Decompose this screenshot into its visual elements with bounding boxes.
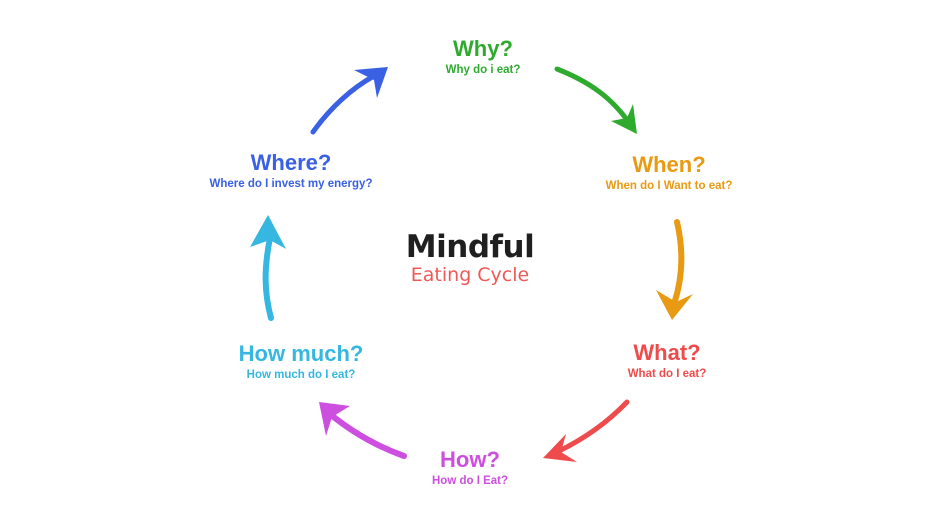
arrow-where-to-why-icon	[310, 67, 388, 135]
subtext-how-much: How much do I eat?	[246, 369, 356, 381]
node-why: Why? Why do i eat?	[446, 36, 521, 78]
node-where: Where? Where do I invest my energy?	[210, 150, 373, 192]
question-what: What?	[633, 340, 701, 365]
node-what: What? What do I eat?	[628, 340, 707, 382]
center-title-main: Mindful	[405, 229, 535, 265]
arrow-how-to-howmuch-icon	[319, 402, 407, 459]
subtext-when: When do I Want to eat?	[605, 180, 733, 192]
question-how: How?	[440, 447, 500, 472]
center-title: Mindful Eating Cycle	[405, 229, 535, 286]
arrow-howmuch-to-where-icon	[250, 215, 286, 321]
question-when: When?	[632, 152, 706, 177]
center-title-subtitle: Eating Cycle	[410, 264, 530, 286]
node-how: How? How do I Eat?	[432, 447, 508, 489]
node-when: When? When do I Want to eat?	[606, 152, 733, 194]
question-why: Why?	[453, 36, 513, 61]
subtext-what: What do I eat?	[627, 368, 707, 380]
arrow-why-to-when-icon	[554, 66, 637, 134]
subtext-why: Why do i eat?	[445, 64, 521, 76]
subtext-where: Where do I invest my energy?	[209, 178, 373, 190]
arrow-when-to-what-icon	[656, 219, 693, 320]
arrow-what-to-how-icon	[543, 399, 630, 462]
node-how-much: How much? How much do I eat?	[239, 341, 364, 383]
question-where: Where?	[250, 150, 332, 175]
subtext-how: How do I Eat?	[431, 475, 509, 487]
question-how-much: How much?	[238, 341, 364, 366]
